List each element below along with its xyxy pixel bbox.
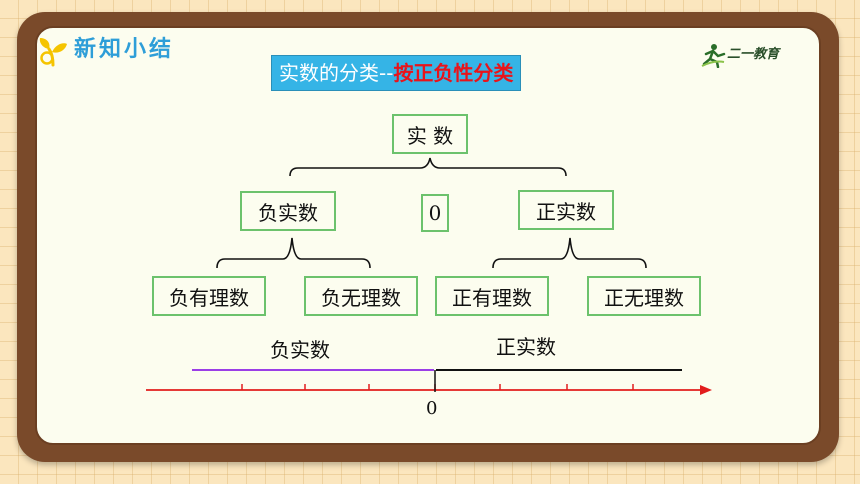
sprout-icon bbox=[39, 38, 67, 67]
section-label: 新知小结 bbox=[74, 37, 175, 62]
board bbox=[35, 26, 821, 445]
node-negative-irrationals: 负无理数 bbox=[304, 276, 418, 316]
node-positive-reals: 正实数 bbox=[518, 190, 614, 230]
page-title: 实数的分类--按正负性分类 bbox=[271, 55, 522, 91]
root-brace bbox=[289, 157, 567, 177]
node-real-numbers: 实 数 bbox=[392, 114, 468, 154]
title-highlight: 按正负性分类 bbox=[393, 61, 514, 85]
origin-label: 0 bbox=[426, 398, 438, 419]
positive-reals-label: 正实数 bbox=[496, 335, 556, 359]
node-positive-irrationals: 正无理数 bbox=[587, 276, 701, 316]
negative-reals-label: 负实数 bbox=[270, 338, 330, 362]
node-negative-reals: 负实数 bbox=[240, 191, 336, 231]
node-zero: 0 bbox=[421, 194, 449, 232]
node-positive-rationals: 正有理数 bbox=[435, 276, 549, 316]
negative-brace bbox=[216, 237, 371, 269]
title-prefix: 实数的分类-- bbox=[279, 61, 394, 85]
axis-arrow bbox=[700, 385, 712, 395]
node-negative-rationals: 负有理数 bbox=[152, 276, 266, 316]
positive-brace bbox=[492, 237, 647, 269]
runner-logo-icon bbox=[701, 44, 726, 68]
brand-name: 二一教育 bbox=[727, 47, 780, 62]
